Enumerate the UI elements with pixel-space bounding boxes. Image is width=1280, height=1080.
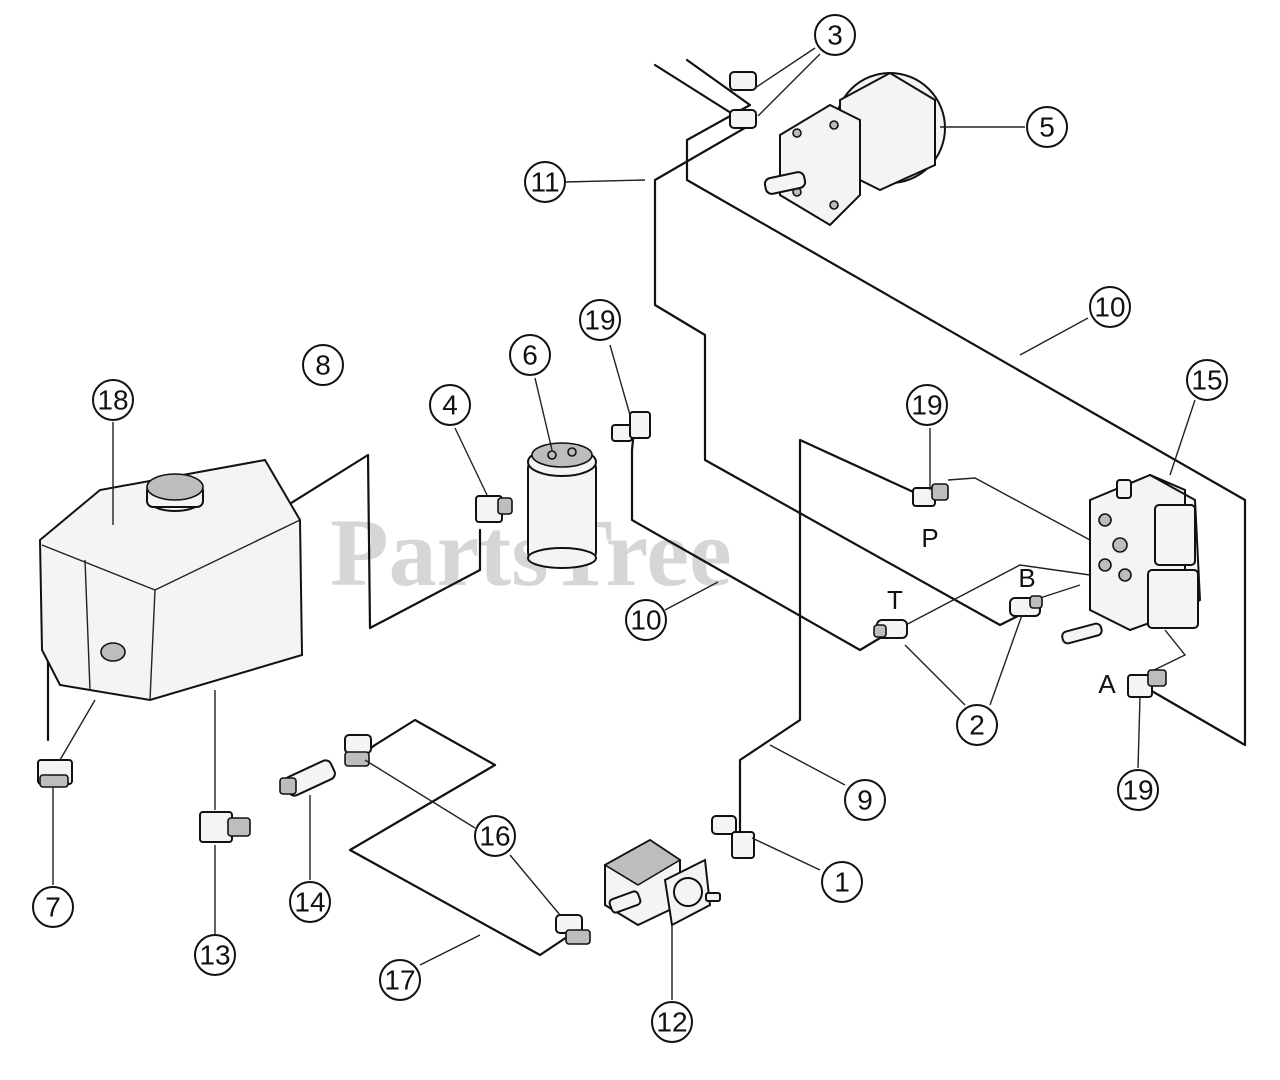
callout-17: 17 xyxy=(379,959,421,1001)
svg-text:17: 17 xyxy=(384,965,415,996)
svg-text:18: 18 xyxy=(97,385,128,416)
svg-text:11: 11 xyxy=(530,167,559,198)
callout-19-top: 19 xyxy=(579,299,621,341)
svg-text:14: 14 xyxy=(294,887,325,918)
callout-10-upper: 10 xyxy=(1089,286,1131,328)
svg-text:19: 19 xyxy=(1122,775,1153,806)
svg-text:15: 15 xyxy=(1191,365,1222,396)
callout-6: 6 xyxy=(509,334,551,376)
svg-text:6: 6 xyxy=(522,340,538,371)
control-valve-15 xyxy=(1061,473,1202,645)
fitting-19-p xyxy=(912,483,949,507)
callout-18: 18 xyxy=(92,379,134,421)
svg-text:3: 3 xyxy=(827,20,843,51)
fitting-2-t xyxy=(873,619,908,639)
port-t-label: T xyxy=(887,585,903,615)
reservoir-tank xyxy=(38,458,304,702)
fitting-3-upper xyxy=(729,71,757,91)
svg-text:19: 19 xyxy=(911,390,942,421)
hose-17 xyxy=(348,718,572,957)
callout-3: 3 xyxy=(814,14,856,56)
svg-text:13: 13 xyxy=(199,940,230,971)
port-guide-p xyxy=(947,477,1091,541)
svg-text:19: 19 xyxy=(584,305,615,336)
callout-10-lower: 10 xyxy=(625,599,667,641)
svg-text:16: 16 xyxy=(479,821,510,852)
svg-text:10: 10 xyxy=(1094,292,1125,323)
hose-clamp-16-lower xyxy=(555,914,591,945)
fitting-4 xyxy=(475,495,513,523)
hose-lines xyxy=(46,58,1247,957)
check-valve-14 xyxy=(279,759,336,797)
fitting-2-b xyxy=(1009,595,1043,617)
port-labels: P T B A xyxy=(887,523,1116,699)
callout-14: 14 xyxy=(289,881,331,923)
svg-text:12: 12 xyxy=(656,1007,687,1038)
svg-text:1: 1 xyxy=(834,867,850,898)
port-guide-b xyxy=(1039,584,1081,599)
callout-2: 2 xyxy=(956,704,998,746)
port-guide-a xyxy=(1149,629,1187,673)
svg-text:10: 10 xyxy=(630,605,661,636)
callout-15: 15 xyxy=(1186,359,1228,401)
port-b-label: B xyxy=(1018,563,1035,593)
svg-text:5: 5 xyxy=(1039,112,1055,143)
port-a-label: A xyxy=(1098,669,1116,699)
svg-text:9: 9 xyxy=(857,785,873,816)
callout-7: 7 xyxy=(32,886,74,928)
callout-19-a: 19 xyxy=(1117,769,1159,811)
svg-text:4: 4 xyxy=(442,390,458,421)
fitting-19-a xyxy=(1127,669,1167,698)
fitting-13 xyxy=(199,811,251,843)
callout-19-p: 19 xyxy=(906,384,948,426)
port-guide-t xyxy=(899,564,1091,629)
leader-lines xyxy=(52,47,1196,1000)
hose-clamp-16-upper xyxy=(344,734,372,767)
callout-4: 4 xyxy=(429,384,471,426)
callout-12: 12 xyxy=(651,1001,693,1043)
callouts: 3 5 11 10 15 19 19 6 8 4 18 10 2 19 9 1 … xyxy=(32,14,1228,1043)
hose-9 xyxy=(738,438,922,837)
callout-9: 9 xyxy=(844,779,886,821)
callout-5: 5 xyxy=(1026,106,1068,148)
fitting-3-lower xyxy=(729,109,757,129)
svg-text:8: 8 xyxy=(315,350,331,381)
hydraulic-filter-6 xyxy=(527,442,597,569)
fitting-7 xyxy=(37,759,73,788)
hose-10-lower xyxy=(630,448,887,652)
callout-1: 1 xyxy=(821,861,863,903)
callout-16: 16 xyxy=(474,815,516,857)
hose-8 xyxy=(46,453,482,742)
hydraulic-motor-5 xyxy=(763,71,946,227)
fitting-19-top xyxy=(611,411,651,442)
callout-13: 13 xyxy=(194,934,236,976)
svg-text:7: 7 xyxy=(45,892,61,923)
port-p-label: P xyxy=(921,523,938,553)
callout-11: 11 xyxy=(524,161,566,203)
hydraulic-pump-12 xyxy=(603,838,721,927)
callout-8: 8 xyxy=(302,344,344,386)
hose-11 xyxy=(653,63,1032,627)
svg-text:2: 2 xyxy=(969,710,985,741)
hose-10-upper xyxy=(685,58,1247,747)
fitting-1 xyxy=(711,815,755,859)
